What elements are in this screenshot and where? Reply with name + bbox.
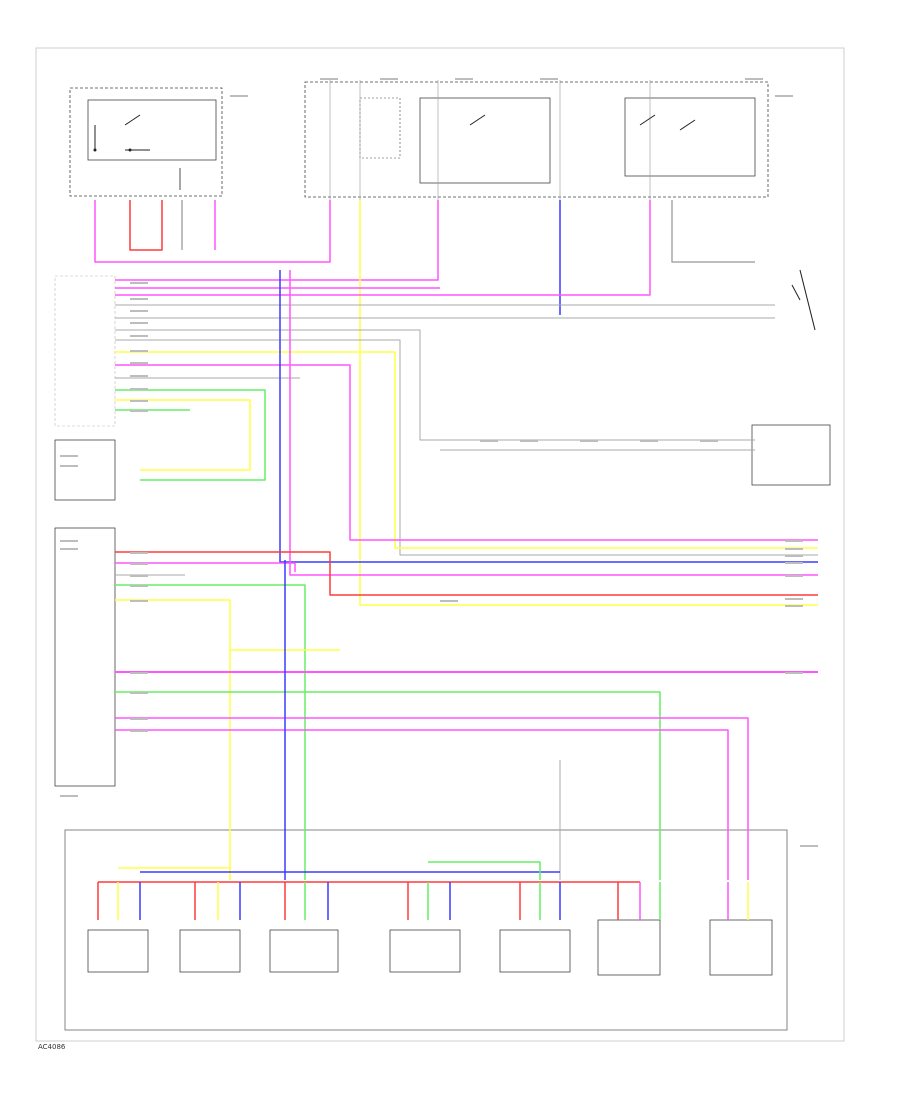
bottom-section-box bbox=[64, 829, 788, 1031]
actuator-group bbox=[87, 919, 773, 976]
label-mark-44 bbox=[60, 540, 78, 542]
label-mark-9 bbox=[130, 298, 148, 300]
label-mark-36 bbox=[785, 555, 803, 557]
wire-pink-top-1 bbox=[94, 200, 331, 263]
sensor-1 bbox=[597, 919, 661, 976]
label-mark-26 bbox=[130, 575, 148, 577]
label-mark-25 bbox=[130, 563, 148, 565]
wire-group bbox=[94, 200, 818, 920]
label-mark-30 bbox=[130, 692, 148, 694]
wire-pink-l10 bbox=[115, 729, 729, 880]
label-mark-14 bbox=[130, 362, 148, 364]
label-mark-22 bbox=[640, 440, 658, 442]
label-mark-18 bbox=[130, 410, 148, 412]
label-mark-6 bbox=[745, 78, 763, 80]
wire-pink-h3 bbox=[289, 270, 818, 576]
label-mark-31 bbox=[130, 718, 148, 720]
label-mark-10 bbox=[130, 310, 148, 312]
label-mark-12 bbox=[130, 335, 148, 337]
wire-green-l4 bbox=[115, 584, 306, 880]
wire-red-l1 bbox=[115, 551, 818, 596]
label-mark-47 bbox=[800, 845, 818, 847]
label-mark-38 bbox=[785, 575, 803, 577]
wire-pink-l9 bbox=[115, 717, 749, 880]
label-mark-35 bbox=[785, 548, 803, 550]
label-mark-39 bbox=[785, 598, 803, 600]
label-mark-19 bbox=[480, 440, 498, 442]
wire-yellow-h2 bbox=[115, 399, 251, 471]
wire-pink-top-4 bbox=[115, 200, 651, 296]
label-mark-4 bbox=[455, 78, 473, 80]
wire-green-b3 bbox=[428, 861, 541, 880]
right-switch-symbol bbox=[791, 269, 816, 331]
label-mark-45 bbox=[60, 548, 78, 550]
label-mark-8 bbox=[130, 282, 148, 284]
wire-blue-h1 bbox=[279, 270, 818, 563]
label-mark-11 bbox=[130, 322, 148, 324]
wire-green-l8 bbox=[115, 691, 661, 880]
label-mark-3 bbox=[380, 78, 398, 80]
page-code: AC4086 bbox=[38, 1043, 66, 1051]
label-mark-32 bbox=[130, 730, 148, 732]
label-mark-40 bbox=[785, 605, 803, 607]
label-mark-24 bbox=[130, 552, 148, 554]
label-mark-28 bbox=[130, 600, 148, 602]
actuator-1 bbox=[87, 929, 149, 973]
label-mark-43 bbox=[60, 465, 78, 467]
label-mark-20 bbox=[520, 440, 538, 442]
actuator-4 bbox=[389, 929, 461, 973]
label-mark-1 bbox=[230, 95, 248, 97]
sensor-2 bbox=[709, 919, 773, 976]
label-mark-46 bbox=[60, 795, 78, 797]
module-left-lower bbox=[54, 527, 116, 787]
label-mark-7 bbox=[775, 95, 793, 97]
wire-green-h1 bbox=[115, 389, 266, 481]
label-mark-13 bbox=[130, 350, 148, 352]
wire-gray-h4 bbox=[115, 339, 818, 556]
label-group bbox=[60, 78, 818, 847]
label-mark-27 bbox=[130, 585, 148, 587]
label-mark-16 bbox=[130, 388, 148, 390]
label-mark-2 bbox=[320, 78, 338, 80]
actuator-5 bbox=[499, 929, 571, 973]
label-mark-41 bbox=[785, 672, 803, 674]
label-mark-17 bbox=[130, 400, 148, 402]
wire-yellow-top-1 bbox=[359, 200, 818, 606]
label-mark-34 bbox=[785, 540, 803, 542]
label-mark-37 bbox=[785, 562, 803, 564]
wire-red-top-1 bbox=[129, 200, 163, 251]
wire-gray-top-2 bbox=[671, 200, 755, 263]
label-mark-33 bbox=[440, 600, 458, 602]
wire-pink-top-3 bbox=[115, 200, 439, 281]
wire-gray-h3 bbox=[115, 329, 755, 441]
wire-yellow-h1 bbox=[115, 351, 818, 549]
label-mark-23 bbox=[700, 440, 718, 442]
label-mark-42 bbox=[60, 455, 78, 457]
actuator-2 bbox=[179, 929, 241, 973]
label-mark-5 bbox=[540, 78, 558, 80]
right-sensor-box bbox=[751, 424, 831, 486]
top-left-switch-box bbox=[69, 87, 223, 197]
sheet-border bbox=[35, 47, 845, 1042]
wire-yellow-l5 bbox=[115, 599, 231, 880]
wire-pink-h2 bbox=[115, 364, 818, 541]
wire-pink-l2 bbox=[115, 562, 296, 572]
label-mark-15 bbox=[130, 375, 148, 377]
module-left-upper bbox=[54, 439, 116, 501]
module-left-top bbox=[54, 275, 116, 427]
label-mark-21 bbox=[580, 440, 598, 442]
label-mark-29 bbox=[130, 672, 148, 674]
wire-yellow-b1 bbox=[118, 867, 231, 880]
actuator-3 bbox=[269, 929, 339, 973]
top-right-fuse-box bbox=[304, 80, 769, 200]
